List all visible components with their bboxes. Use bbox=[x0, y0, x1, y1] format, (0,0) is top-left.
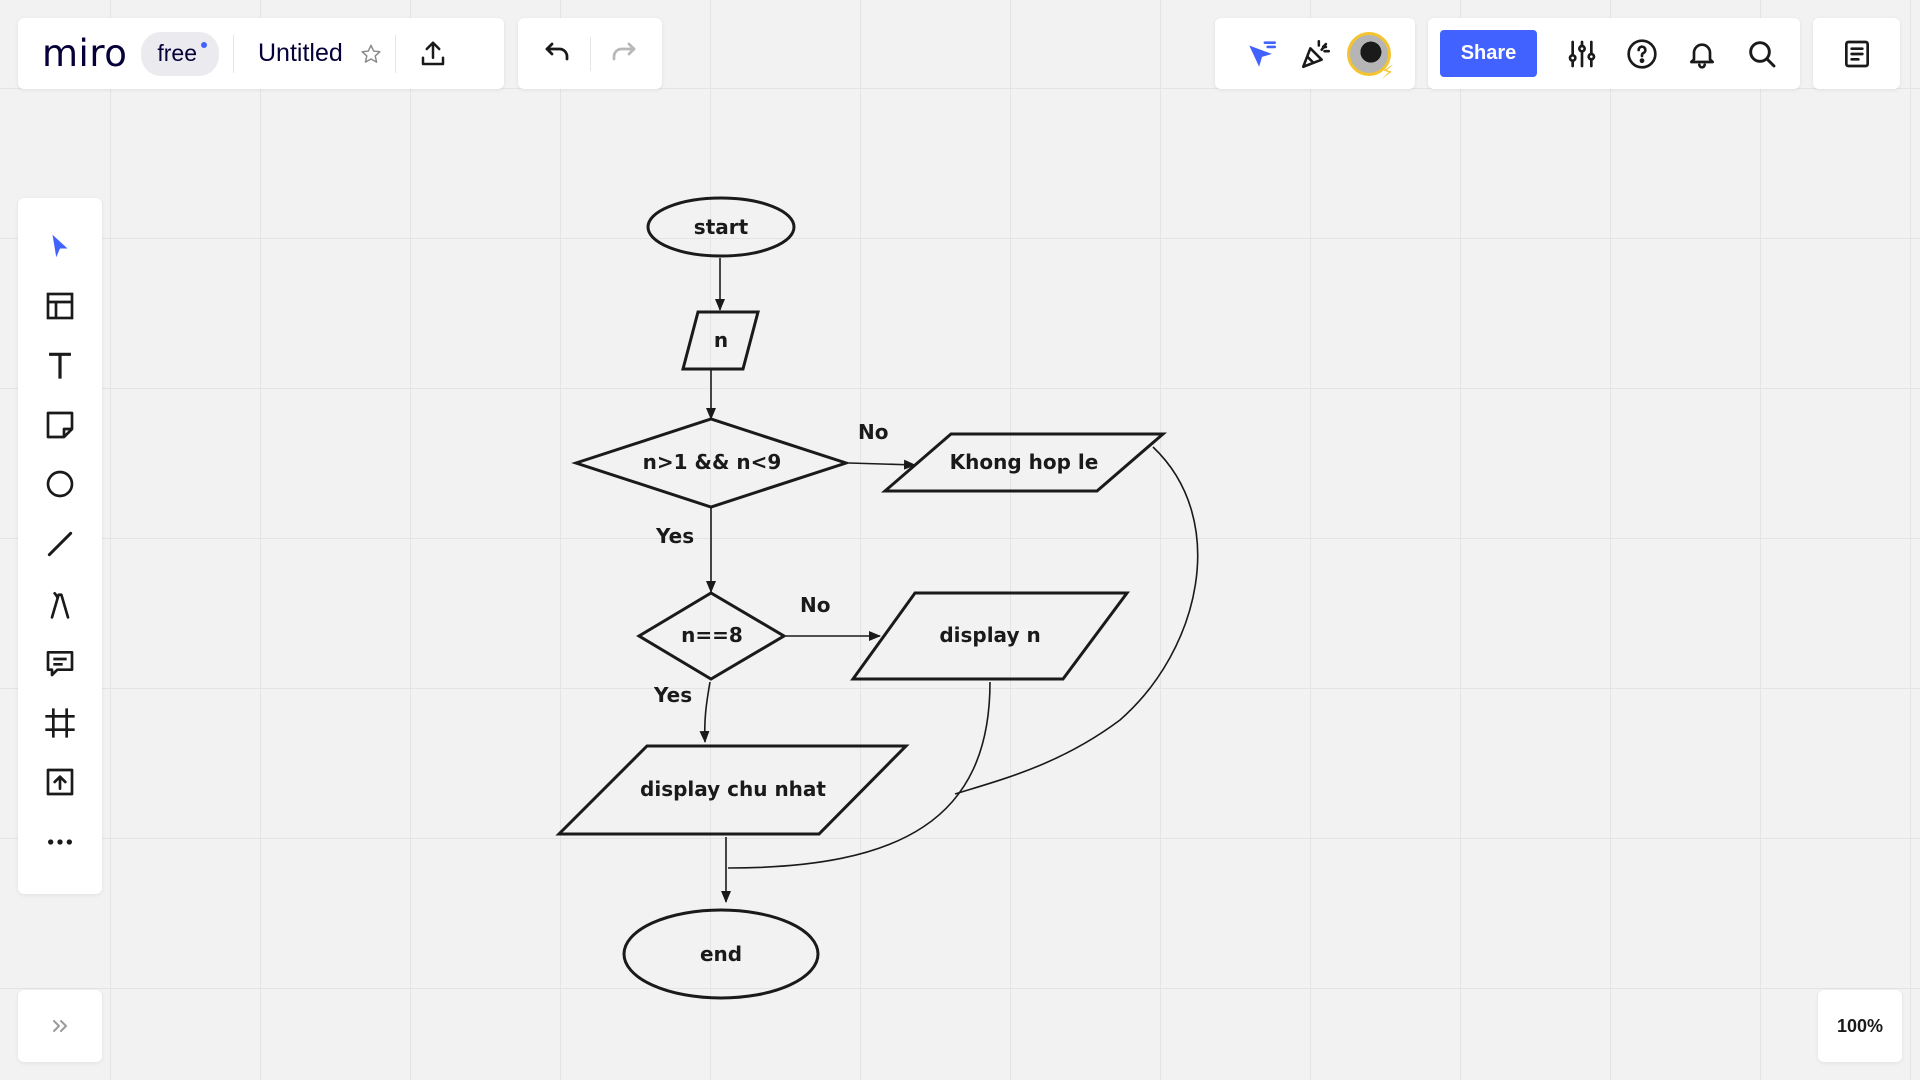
node-end bbox=[622, 908, 820, 1000]
shape-tool-icon[interactable] bbox=[36, 461, 84, 507]
share-button[interactable]: Share bbox=[1440, 30, 1537, 77]
user-avatar[interactable]: ⚡ bbox=[1347, 31, 1394, 81]
history-panel bbox=[518, 18, 662, 89]
divider bbox=[394, 34, 396, 73]
edge-cond1-no bbox=[848, 459, 916, 470]
board-header-panel: miro free Untitled bbox=[18, 18, 504, 89]
node-display-n bbox=[850, 591, 1130, 681]
node-input bbox=[681, 310, 760, 371]
bell-icon[interactable] bbox=[1679, 31, 1725, 77]
text-tool-icon[interactable] bbox=[36, 342, 84, 388]
zoom-level[interactable]: 100% bbox=[1818, 990, 1902, 1062]
expand-panel bbox=[18, 990, 102, 1062]
node-cond2-label: n==8 bbox=[681, 623, 743, 647]
plan-indicator-dot bbox=[201, 41, 207, 48]
edge-invalid-merge bbox=[954, 446, 1199, 795]
edge-cond1-yes-label: Yes bbox=[655, 524, 694, 548]
edge-cond2-yes bbox=[699, 681, 711, 743]
sticky-note-tool-icon[interactable] bbox=[36, 402, 84, 448]
node-cond2 bbox=[636, 591, 787, 681]
more-tools-icon[interactable] bbox=[36, 819, 84, 865]
double-chevron-right-icon[interactable] bbox=[37, 1003, 83, 1049]
edge-cond2-yes-label: Yes bbox=[653, 683, 692, 707]
pen-tool-icon[interactable] bbox=[36, 581, 84, 627]
star-icon[interactable] bbox=[353, 31, 389, 77]
divider bbox=[589, 36, 591, 71]
node-start-label: start bbox=[694, 215, 749, 239]
node-cond1 bbox=[571, 417, 851, 509]
node-invalid bbox=[880, 432, 1168, 493]
plan-badge[interactable]: free bbox=[141, 31, 219, 76]
undo-icon[interactable] bbox=[534, 31, 580, 77]
node-end-label: end bbox=[700, 942, 742, 966]
tools-toolbar bbox=[18, 198, 102, 894]
search-icon[interactable] bbox=[1739, 31, 1785, 77]
node-display-n-label: display n bbox=[939, 623, 1040, 647]
line-tool-icon[interactable] bbox=[36, 521, 84, 567]
notes-panel bbox=[1813, 18, 1900, 89]
collaboration-panel: ⚡ bbox=[1215, 18, 1415, 89]
edge-cond2-no-label: No bbox=[800, 593, 830, 617]
select-tool-icon[interactable] bbox=[36, 223, 84, 269]
plan-label: free bbox=[157, 40, 197, 66]
lightning-icon: ⚡ bbox=[1381, 61, 1394, 82]
node-display-rect bbox=[555, 744, 910, 836]
node-display-rect-label: display chu nhat bbox=[640, 777, 826, 801]
redo-icon[interactable] bbox=[601, 31, 647, 77]
node-input-label: n bbox=[714, 328, 728, 352]
celebrate-icon[interactable] bbox=[1293, 31, 1339, 77]
board-title[interactable]: Untitled bbox=[258, 39, 343, 67]
edge-cond1-no-label: No bbox=[858, 420, 888, 444]
node-cond1-label: n>1 && n<9 bbox=[643, 450, 782, 474]
help-icon[interactable] bbox=[1619, 31, 1665, 77]
notes-icon[interactable] bbox=[1834, 31, 1880, 77]
miro-logo[interactable]: miro bbox=[42, 32, 128, 75]
frame-tool-icon[interactable] bbox=[36, 700, 84, 746]
node-start bbox=[646, 196, 796, 258]
upload-icon[interactable] bbox=[410, 31, 456, 77]
node-invalid-label: Khong hop le bbox=[950, 450, 1099, 474]
comment-tool-icon[interactable] bbox=[36, 640, 84, 686]
edge-display-n-merge bbox=[727, 681, 991, 869]
divider bbox=[233, 34, 234, 73]
upload-tool-icon[interactable] bbox=[36, 759, 84, 805]
settings-sliders-icon[interactable] bbox=[1559, 31, 1605, 77]
actions-panel: Share bbox=[1428, 18, 1800, 89]
templates-tool-icon[interactable] bbox=[36, 283, 84, 329]
cursor-filter-icon[interactable] bbox=[1239, 31, 1285, 77]
